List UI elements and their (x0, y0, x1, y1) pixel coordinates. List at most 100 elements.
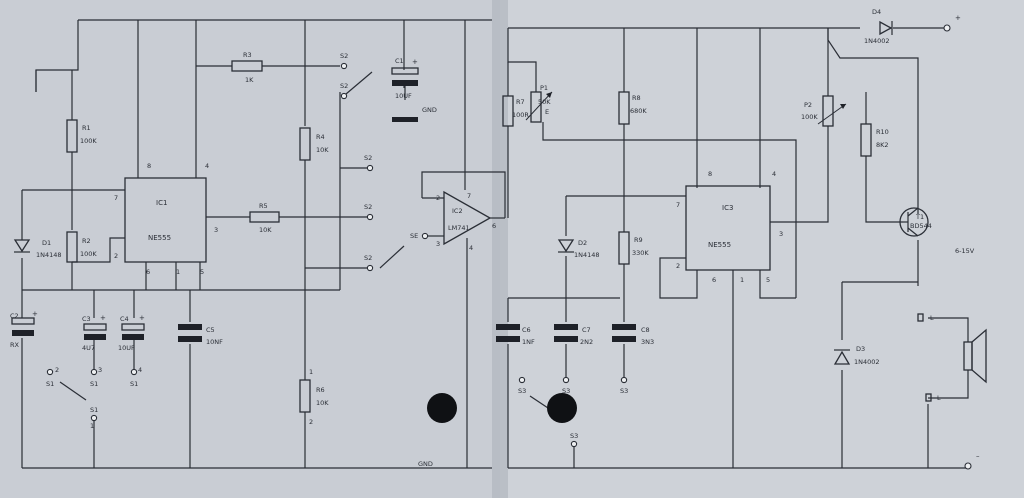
label-capacitors-c6-value: 1NF (522, 338, 535, 346)
label-capacitors-c8-value: 3N3 (641, 338, 654, 346)
resistor-r4: R4 10K (299, 127, 329, 161)
label-resistors-r2-name: R2 (82, 237, 91, 245)
r6-pin-bottom: 2 (309, 418, 313, 426)
label-diodes-d1-value: 1N4148 (36, 251, 62, 259)
ic1-pin3: 3 (214, 226, 218, 234)
label-switch_labels-s1: S1 (130, 380, 138, 388)
ic3-pin5: 5 (766, 276, 770, 284)
ic3-pin3: 3 (779, 230, 783, 238)
ic3-pin8: 8 (708, 170, 712, 178)
label-switch_labels-se: SE (410, 232, 418, 240)
label-diodes-d3-value: 1N4002 (854, 358, 880, 366)
label-pots-p1-value: 50K (538, 98, 551, 106)
label-resistors-r1-value: 100K (80, 137, 97, 145)
label-capacitors-c3-name: C3 (82, 315, 91, 323)
label-pots-p2-name: P2 (804, 101, 812, 109)
label-resistors-r8-name: R8 (632, 94, 641, 102)
ic2-pin4: 4 (469, 244, 473, 252)
label-resistors-r5-value: 10K (259, 226, 272, 234)
ic3-pin6: 6 (712, 276, 716, 284)
ic3-pin1: 1 (740, 276, 744, 284)
label-switch_labels-s1: S1 (90, 380, 98, 388)
label-resistors-r7-value: 100R (512, 111, 529, 119)
capacitor-c6: C6 1NF (496, 324, 535, 346)
speaker-icon (963, 328, 987, 384)
supply-voltage-label: 6-15V (955, 247, 975, 255)
ic2-name: IC2 (452, 207, 463, 215)
ic1-pin7: 7 (114, 194, 118, 202)
label-switch_labels-s3: S3 (518, 387, 526, 395)
label-capacitors-c5-name: C5 (206, 326, 215, 334)
label-resistors-r9-value: 330K (632, 249, 649, 257)
capacitor-c8: C8 3N3 (612, 324, 654, 346)
left-wires (21, 19, 506, 469)
right-wires (507, 27, 969, 469)
minus-terminal-label: – (976, 452, 980, 460)
punch-hole-right (547, 393, 577, 423)
label-misc-speaker_l: L (930, 314, 934, 322)
label-capacitors-c2-name: C2 (10, 312, 19, 320)
label-resistors-r6-value: 10K (316, 399, 329, 407)
label-resistors-r1-name: R1 (82, 124, 91, 132)
label-switch_labels-s2: S2 (364, 254, 372, 262)
potentiometer-p1: P1 50K E (525, 84, 553, 123)
label-switch_labels-s2: S2 (364, 203, 372, 211)
label-capacitors-c1-name: C1 (395, 57, 404, 65)
ic3-pin4: 4 (772, 170, 776, 178)
ic3-part: NE555 (708, 241, 731, 249)
label-switch_labels-s1: S1 (46, 380, 54, 388)
label-resistors-r3-value: 1K (245, 76, 254, 84)
diode-d4: D4 1N4002 (864, 8, 893, 45)
label-pots-p2-value: 100K (801, 113, 818, 121)
capacitor-c5: C5 10NF (178, 324, 223, 346)
label-misc-plus: + (100, 314, 106, 322)
capacitor-c7: C7 2N2 (554, 324, 593, 346)
label-diodes-d4-value: 1N4002 (864, 37, 890, 45)
resistor-r5: R5 10K (249, 202, 280, 234)
label-resistors-r4-value: 10K (316, 146, 329, 154)
ic1-pin5: 5 (200, 268, 204, 276)
label-switch_labels-s2: S2 (364, 154, 372, 162)
ic1-name: IC1 (156, 199, 167, 207)
label-transistor-name: T1 (915, 213, 924, 221)
ic3-name: IC3 (722, 204, 733, 212)
label-capacitors-c4-value: 10UF (118, 344, 135, 352)
label-capacitors-c7-name: C7 (582, 326, 591, 334)
gnd-bottom-label: GND (418, 460, 433, 468)
r6-pin-top: 1 (309, 368, 313, 376)
label-switch_labels-n3: 3 (98, 366, 102, 374)
c1-gnd-label: GND (422, 106, 437, 114)
label-switch_labels-s3: S3 (562, 387, 570, 395)
left-page (0, 0, 500, 498)
label-capacitors-c1-value: 10UF (395, 92, 412, 100)
label-switch_labels-n4: 4 (138, 366, 142, 374)
label-switch_labels-n2: 2 (55, 366, 59, 374)
capacitor-c4: C4 + 10UF (118, 314, 145, 352)
label-diodes-d2-name: D2 (578, 239, 587, 247)
label-resistors-r9-name: R9 (634, 236, 643, 244)
plus-terminal-label: + (955, 14, 961, 22)
resistor-r7: R7 100R (502, 95, 529, 127)
ic2-pin6: 6 (492, 222, 496, 230)
label-capacitors-c8-name: C8 (641, 326, 650, 334)
ic3-pin7: 7 (676, 201, 680, 209)
ic2-part: LM741 (448, 224, 470, 232)
label-resistors-r3-name: R3 (243, 51, 252, 59)
switches: S2 S2 S2 S2 S2 SE 2 3 4 S1 S1 S1 S1 1 S3… (46, 14, 980, 470)
ic1-pin4: 4 (205, 162, 209, 170)
label-switch_labels-s2: S2 (340, 52, 348, 60)
label-resistors-r7-name: R7 (516, 98, 525, 106)
label-misc-plus: + (139, 314, 145, 322)
potentiometer-p2: P2 100K (801, 95, 847, 127)
ic2-pin3: 3 (436, 240, 440, 248)
label-switch_labels-s3: S3 (570, 432, 578, 440)
label-switch_labels-n1: 1 (90, 422, 94, 430)
label-misc-speaker_l: L (937, 394, 941, 402)
diode-d1: D1 1N4148 (13, 239, 62, 259)
label-pots-p1-name: P1 (540, 84, 548, 92)
label-resistors-r4-name: R4 (316, 133, 325, 141)
label-capacitors-c3-value: 4U7 (82, 344, 95, 352)
capacitor-c3: C3 + 4U7 (82, 314, 107, 352)
label-misc-plus: + (32, 310, 38, 318)
